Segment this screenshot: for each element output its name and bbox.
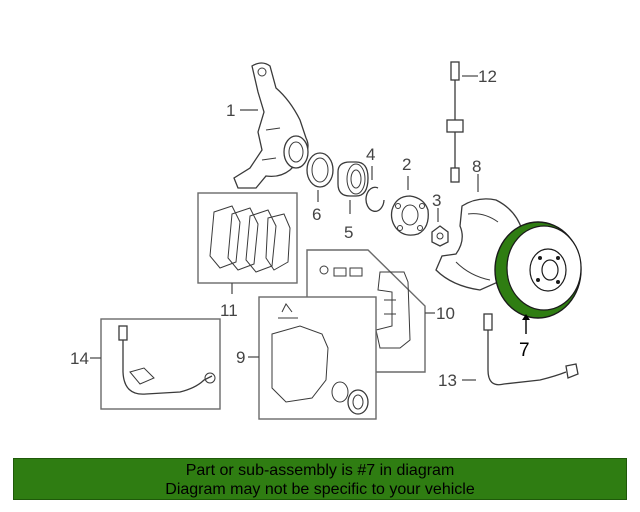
seal-part[interactable] [306, 152, 334, 188]
callout-13: 13 [438, 371, 457, 390]
wheel-bearing-part[interactable] [337, 161, 369, 197]
part-info-banner: Part or sub-assembly is #7 in diagram Di… [13, 458, 627, 500]
banner-line-2: Diagram may not be specific to your vehi… [165, 481, 475, 498]
callout-9: 9 [236, 348, 245, 367]
brake-caliper-part[interactable] [258, 296, 377, 420]
brake-pads-part[interactable] [197, 192, 298, 284]
callout-2: 2 [402, 155, 411, 174]
callout-5: 5 [344, 223, 353, 242]
hub-nut-part[interactable] [431, 225, 449, 247]
banner-line-1: Part or sub-assembly is #7 in diagram [185, 462, 455, 479]
callout-3: 3 [432, 191, 441, 210]
callout-12: 12 [478, 67, 497, 86]
callout-10: 10 [436, 304, 455, 323]
wear-sensor-part[interactable] [100, 318, 221, 410]
callout-8: 8 [472, 157, 481, 176]
callout-11: 11 [220, 301, 238, 320]
wheel-hub-part[interactable] [390, 195, 429, 236]
steering-knuckle-part[interactable] [233, 62, 309, 189]
brake-rotor-part[interactable] [494, 221, 582, 319]
callout-4: 4 [366, 145, 375, 164]
callout-14: 14 [70, 349, 89, 368]
abs-sensor-part[interactable] [483, 313, 579, 386]
callout-1: 1 [226, 101, 235, 120]
brake-hose-part[interactable] [446, 61, 464, 183]
callout-6: 6 [312, 205, 321, 224]
snap-ring-part[interactable] [365, 186, 385, 212]
callout-7: 7 [519, 340, 530, 361]
